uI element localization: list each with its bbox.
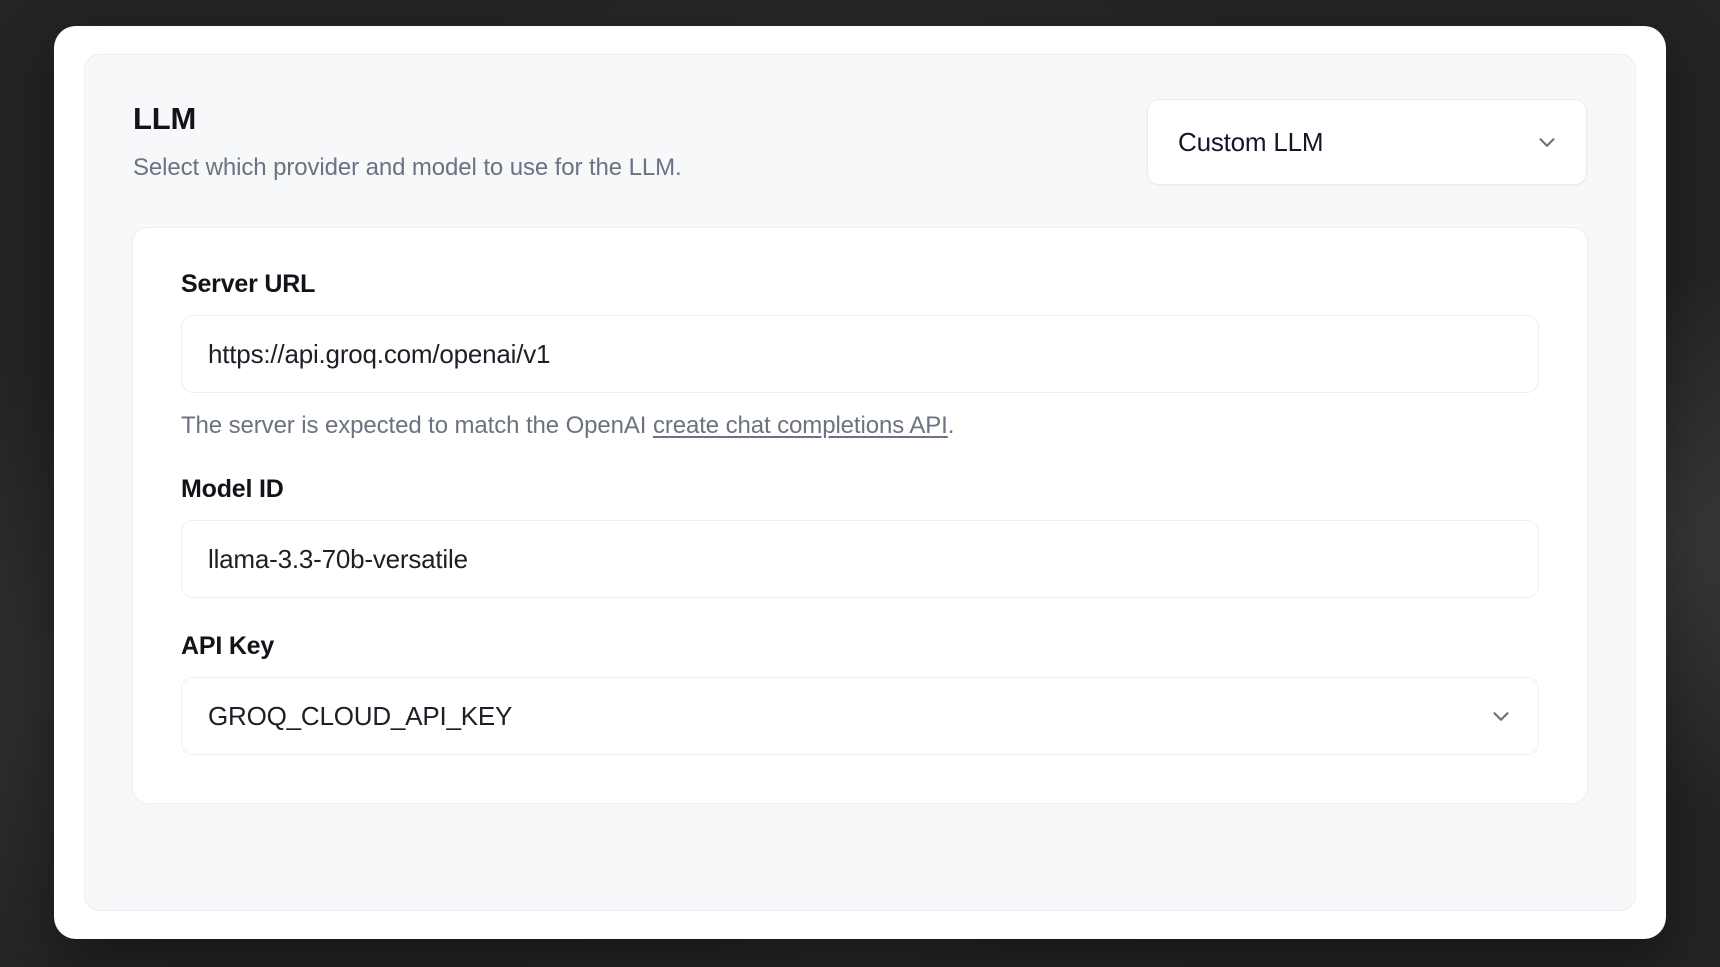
server-url-helper-text: The server is expected to match the Open… (181, 410, 1539, 441)
server-url-input[interactable] (181, 315, 1539, 393)
server-url-label: Server URL (181, 270, 316, 298)
chevron-down-icon (1539, 138, 1555, 147)
field-server-url: Server URL The server is expected to mat… (181, 270, 1539, 441)
provider-select-value: Custom LLM (1178, 126, 1324, 157)
create-chat-completions-api-link[interactable]: create chat completions API (652, 412, 948, 439)
field-api-key: API Key GROQ_CLOUD_API_KEY (181, 632, 1539, 756)
api-key-select[interactable]: GROQ_CLOUD_API_KEY (181, 677, 1539, 756)
llm-settings-panel: LLM Select which provider and model to u… (84, 54, 1636, 911)
llm-form-card: Server URL The server is expected to mat… (132, 227, 1588, 805)
api-key-label: API Key (181, 632, 275, 661)
panel-header: LLM Select which provider and model to u… (133, 99, 1587, 227)
model-id-input[interactable] (181, 520, 1539, 599)
settings-modal: LLM Select which provider and model to u… (54, 26, 1666, 939)
chevron-down-icon (1493, 712, 1509, 722)
api-key-select-value: GROQ_CLOUD_API_KEY (208, 700, 513, 731)
page-title: LLM (133, 101, 197, 136)
helper-suffix: . (947, 412, 955, 439)
model-id-label: Model ID (181, 475, 284, 504)
field-model-id: Model ID (181, 475, 1539, 599)
helper-prefix: The server is expected to match the Open… (181, 412, 653, 439)
panel-subtitle: Select which provider and model to use f… (133, 153, 682, 181)
provider-select[interactable]: Custom LLM (1147, 99, 1587, 185)
panel-header-text: LLM Select which provider and model to u… (133, 99, 682, 183)
